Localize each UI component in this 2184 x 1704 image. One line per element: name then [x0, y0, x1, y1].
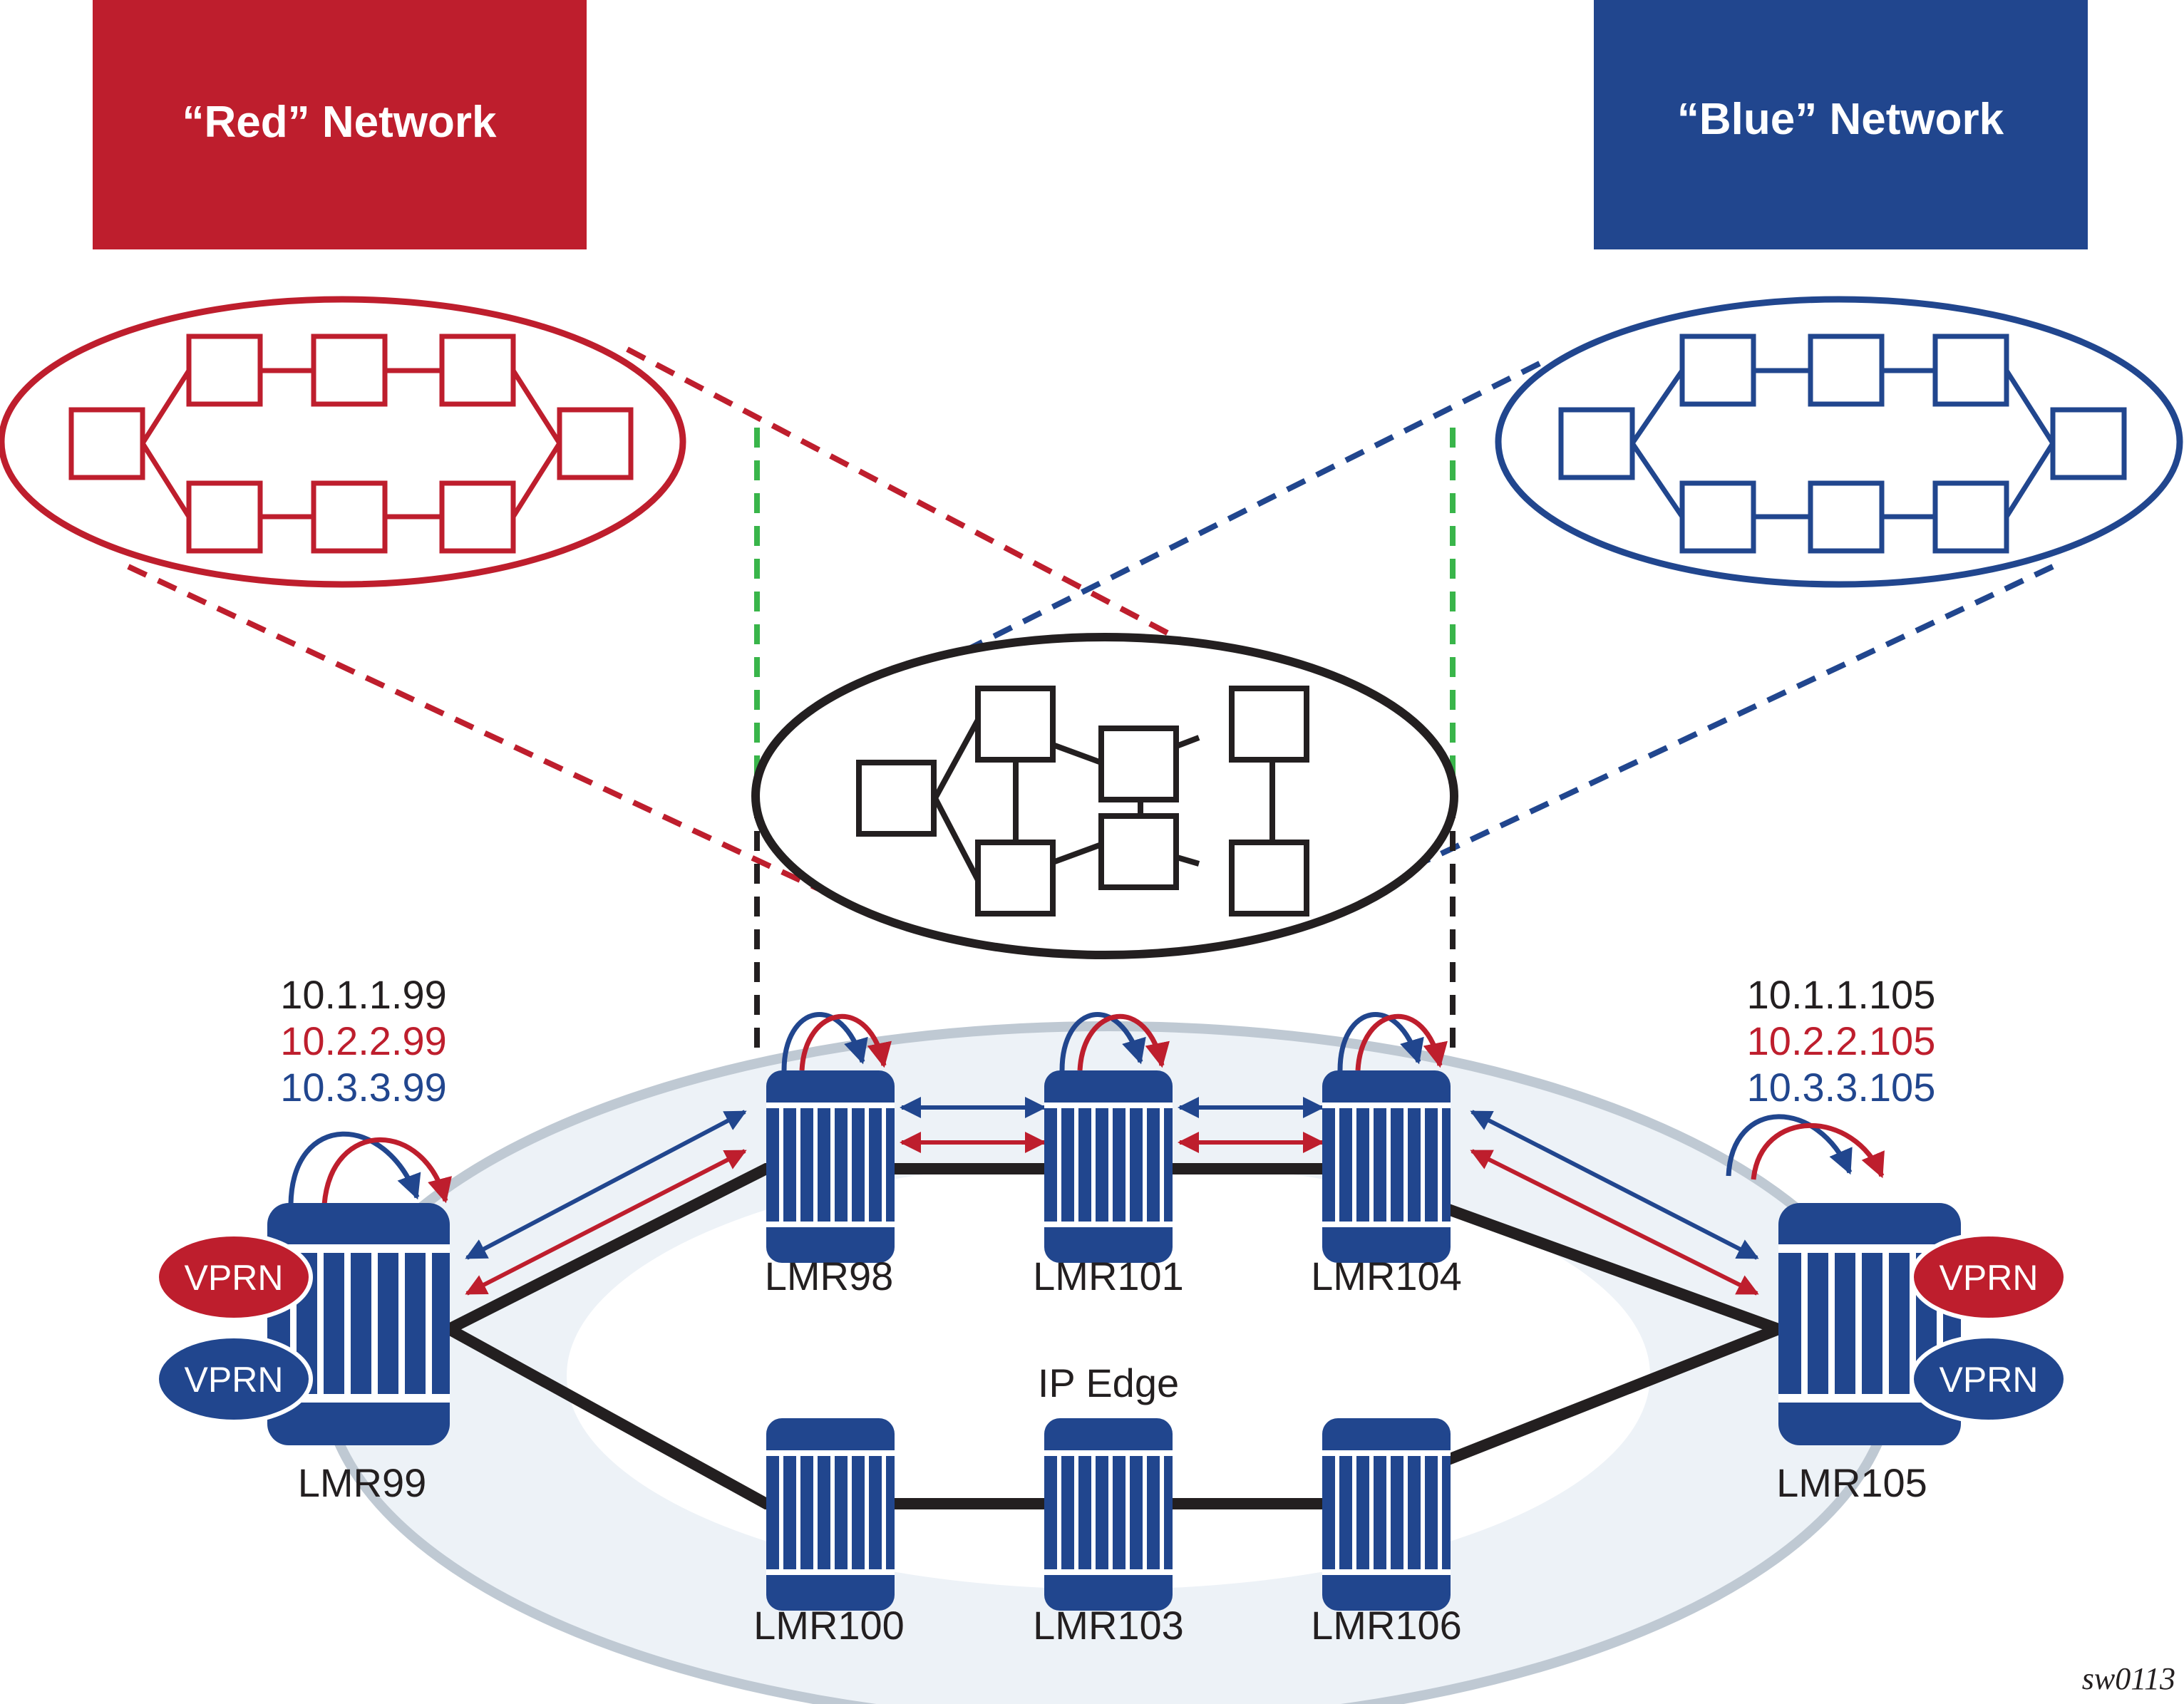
label-lmr105: LMR105: [1776, 1460, 1927, 1505]
red-projection-line: [626, 346, 1192, 648]
label-lmr104: LMR104: [1311, 1254, 1462, 1298]
label-lmr99: LMR99: [298, 1460, 427, 1505]
router-lmr98: [766, 1070, 895, 1263]
red-projection-line: [127, 564, 832, 897]
vprn-red-lmr105: VPRN: [1910, 1232, 2068, 1322]
router-lmr100: [766, 1418, 895, 1611]
ip-system: 10.1.1.99: [280, 972, 447, 1017]
router-lmr101: [1044, 1070, 1173, 1263]
vprn-blue-lmr99: VPRN: [155, 1334, 313, 1424]
label-lmr98: LMR98: [765, 1254, 894, 1298]
router-lmr104: [1322, 1070, 1451, 1263]
ip-red: 10.2.2.99: [280, 1018, 447, 1063]
blue-projection-line: [947, 361, 1541, 662]
ip-edge-label: IP Edge: [1038, 1360, 1179, 1405]
ip-blue: 10.3.3.105: [1747, 1065, 1936, 1110]
ip-red: 10.2.2.105: [1747, 1018, 1936, 1063]
service-links: [465, 1097, 1759, 1296]
red-network-title: “Red” Network: [182, 98, 497, 147]
blue-network-topology: [1495, 296, 2183, 588]
svg-text:VPRN: VPRN: [1940, 1360, 2039, 1400]
ip-blue: 10.3.3.99: [280, 1065, 447, 1110]
label-lmr101: LMR101: [1033, 1254, 1184, 1298]
label-lmr106: LMR106: [1311, 1603, 1462, 1648]
lmr99-ip-list: 10.1.1.99 10.2.2.99 10.3.3.99: [280, 972, 447, 1110]
router-lmr99: [267, 1203, 450, 1445]
blue-network-header: “Blue” Network: [1594, 0, 2088, 249]
label-lmr103: LMR103: [1033, 1603, 1184, 1648]
vprn-blue-lmr105: VPRN: [1910, 1334, 2068, 1424]
svg-text:VPRN: VPRN: [185, 1258, 284, 1298]
svg-text:VPRN: VPRN: [1940, 1258, 2039, 1298]
router-lmr103: [1044, 1418, 1173, 1611]
figure-id: sw0113: [2082, 1661, 2175, 1696]
blue-projection-line: [1353, 564, 2054, 897]
projection-lines: [127, 346, 2054, 1048]
svg-text:VPRN: VPRN: [185, 1360, 284, 1400]
lmr105-ip-list: 10.1.1.105 10.2.2.105 10.3.3.105: [1747, 972, 1936, 1110]
loop-arrows: [288, 1012, 1885, 1205]
vprn-red-lmr99: VPRN: [155, 1232, 313, 1322]
physical-topology: [751, 633, 1458, 959]
label-lmr100: LMR100: [753, 1603, 905, 1648]
red-network-header: “Red” Network: [93, 0, 587, 249]
blue-network-title: “Blue” Network: [1677, 95, 2004, 144]
ip-system: 10.1.1.105: [1747, 972, 1936, 1017]
red-network-topology: [0, 296, 686, 588]
router-lmr106: [1322, 1418, 1451, 1611]
